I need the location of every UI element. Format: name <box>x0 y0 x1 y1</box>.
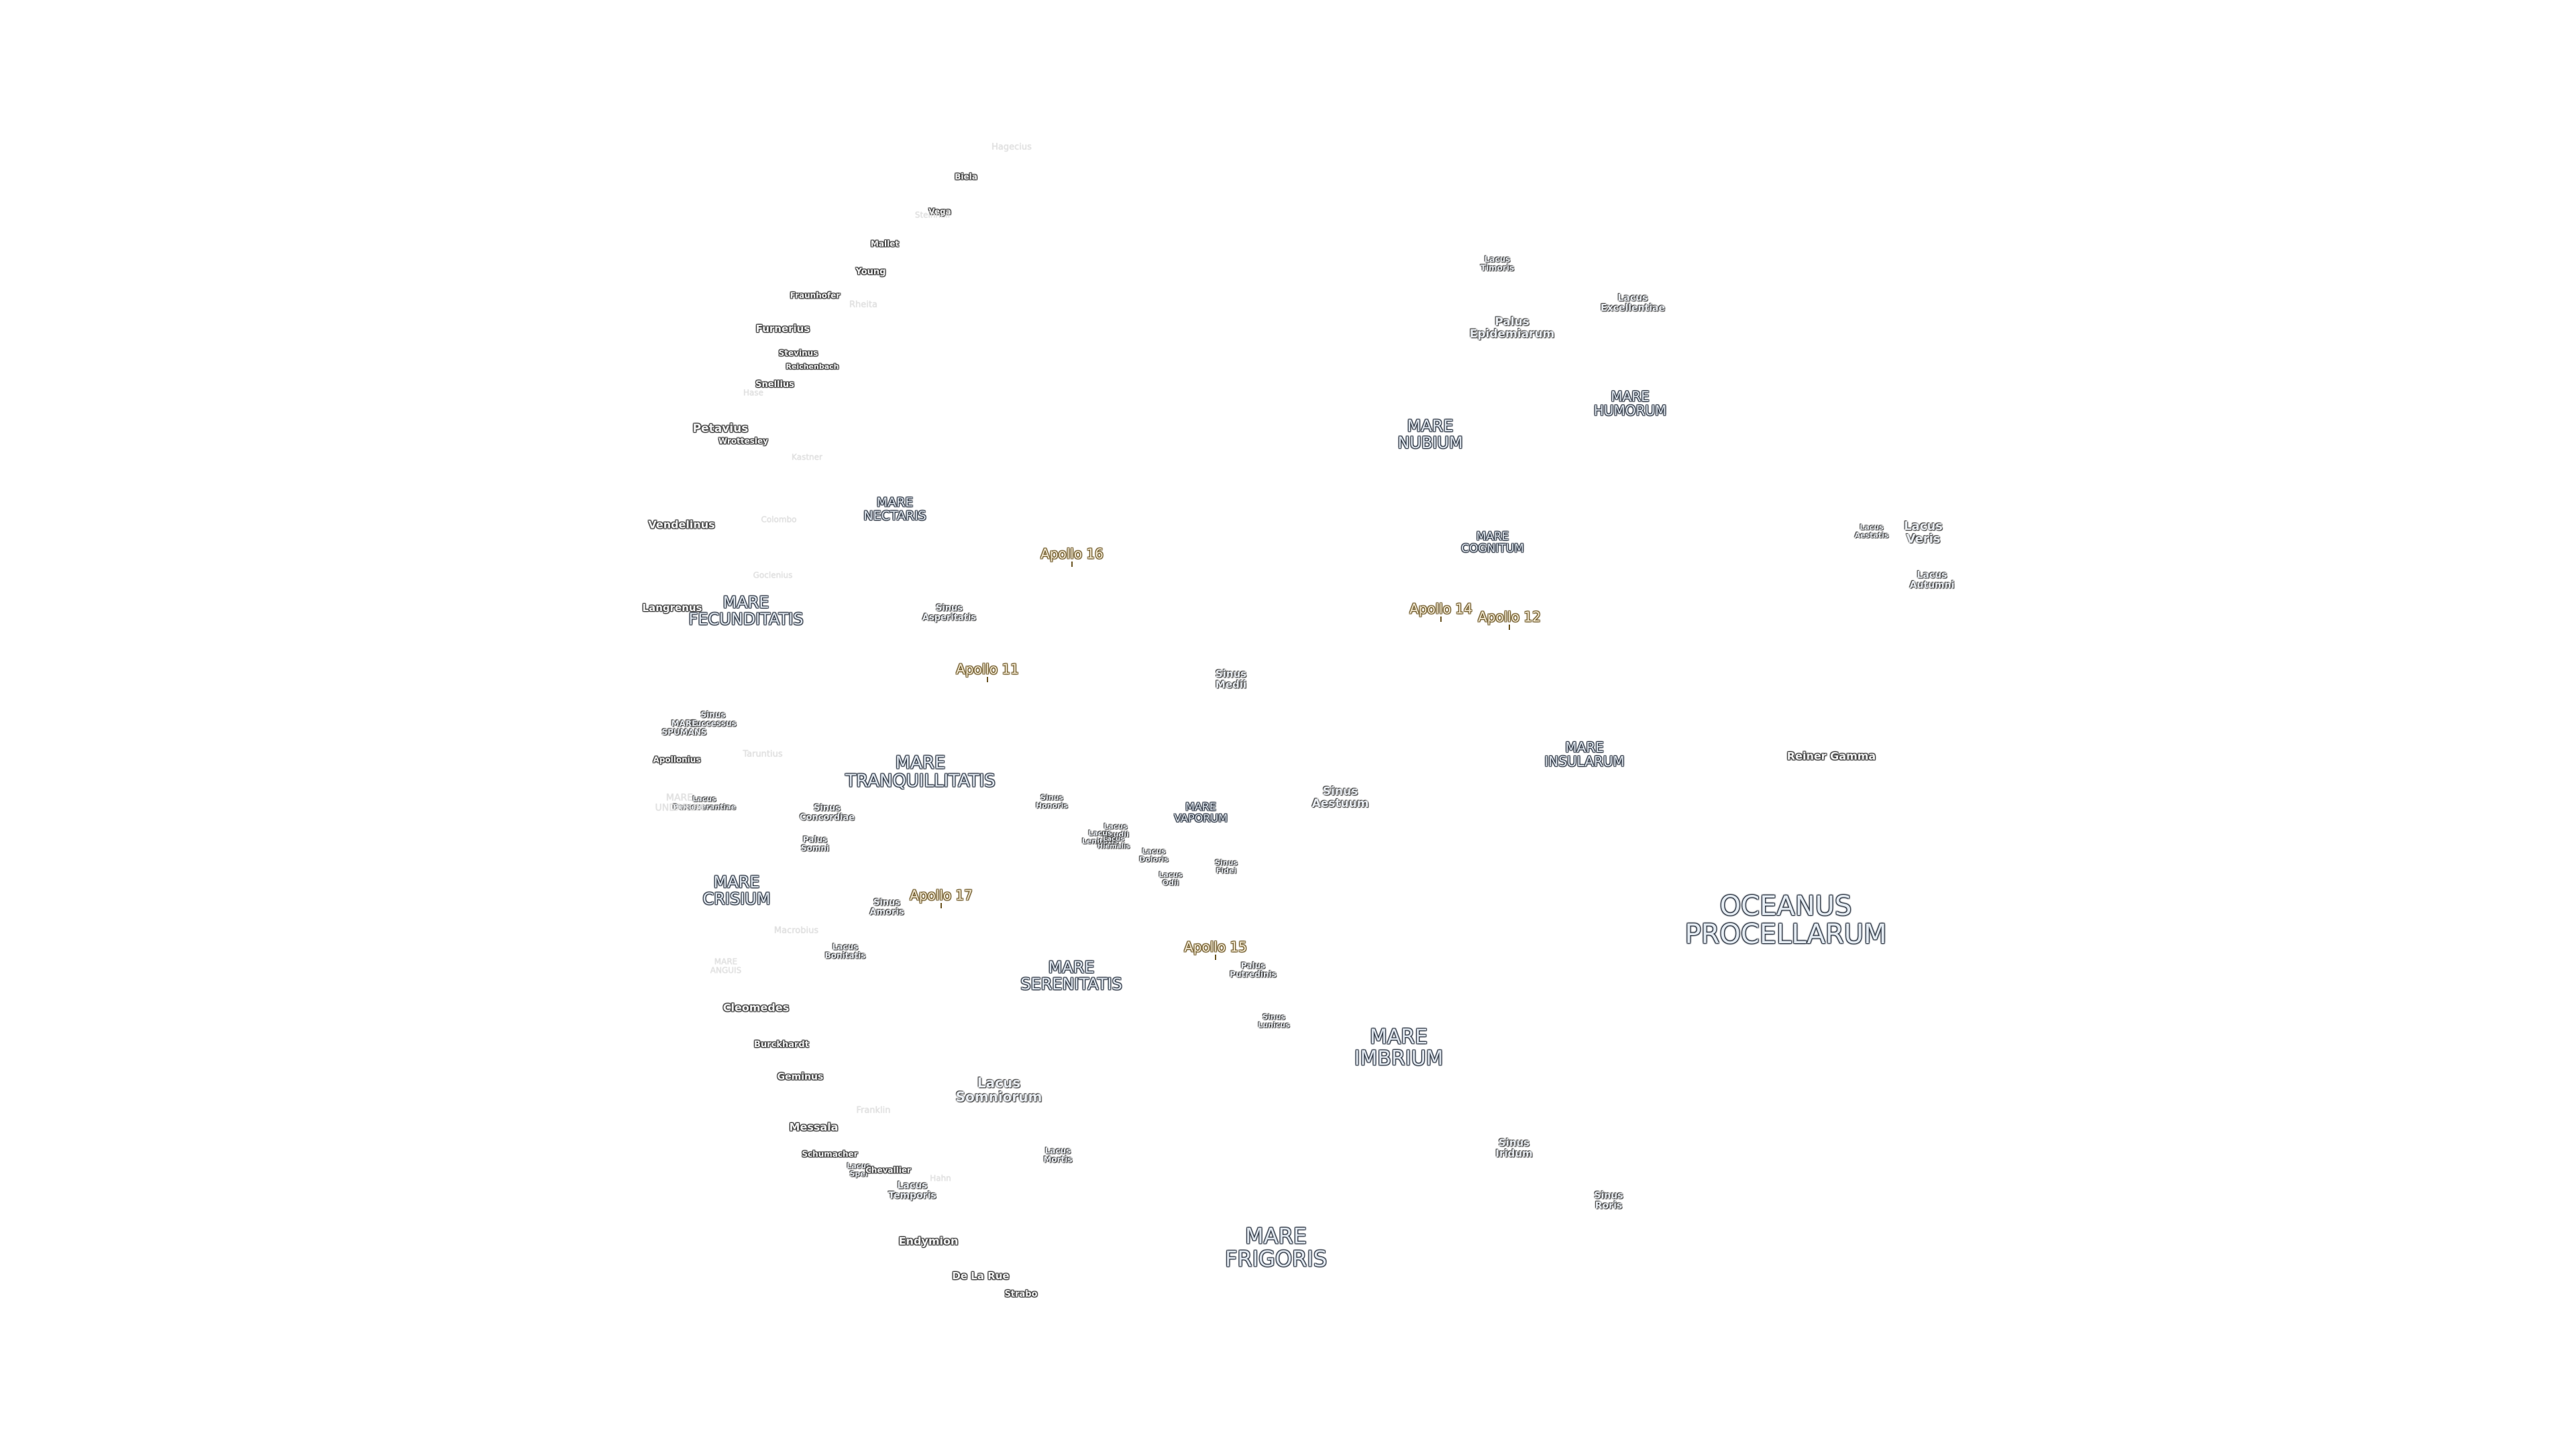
label-kastner: Kastner <box>792 452 822 462</box>
label-furnerius: Furnerius <box>755 323 810 335</box>
label-lacus-bonitatis: Lacus Bonitatis <box>824 942 866 960</box>
label-lacus-excellentiae: Lacus Excellentiae <box>1601 292 1665 313</box>
label-mare-fecunditatis: MARE FECUNDITATIS <box>688 592 804 629</box>
label-hahn: Hahn <box>930 1173 951 1183</box>
label-lacus-mortis: Lacus Mortis <box>1043 1146 1073 1164</box>
label-mare-imbrium: MARE IMBRIUM <box>1354 1025 1444 1070</box>
label-sinus-medii: Sinus Medii <box>1215 667 1247 690</box>
label-palus-epidemiarum: Palus Epidemiarum <box>1469 315 1555 341</box>
label-macrobius: Macrobius <box>773 926 819 936</box>
label-oceanus-procellarum: OCEANUS PROCELLARUM <box>1684 891 1887 950</box>
label-messala: Messala <box>789 1120 839 1134</box>
label-lacus-somniorum: Lacus Somniorum <box>955 1075 1042 1105</box>
label-young: Young <box>855 267 886 278</box>
label-geminus: Geminus <box>777 1071 824 1083</box>
label-lacus-timoris: Lacus Timoris <box>1480 254 1515 272</box>
label-lacus-autumni: Lacus Autumni <box>1909 570 1955 590</box>
label-apollonius: Apollonius <box>653 755 701 765</box>
label-colombo: Colombo <box>761 515 797 525</box>
label-sinus-aestuum: Sinus Aestuum <box>1311 785 1369 810</box>
label-palus-somni: Palus Somni <box>800 835 830 853</box>
landing-site-marker <box>1440 616 1442 622</box>
label-langrenus: Langrenus <box>642 602 702 614</box>
label-biela: Biela <box>955 172 977 182</box>
label-sinus-asperitatis: Sinus Asperitatis <box>922 603 977 623</box>
label-apollo-14: Apollo 14 <box>1409 600 1472 617</box>
label-mare-undarum: MARE UNDARUM <box>655 792 704 813</box>
label-endymion: Endymion <box>898 1234 959 1248</box>
label-taruntius: Taruntius <box>743 749 783 760</box>
label-sinus-lunicus: Sinus Lunicus <box>1258 1012 1290 1029</box>
label-lacus-veris: Lacus Veris <box>1904 519 1943 546</box>
label-vega: Vega <box>928 207 951 217</box>
label-mare-anguis: MARE ANGUIS <box>710 957 742 975</box>
label-franklin: Franklin <box>856 1106 891 1116</box>
label-sinus-concordiae: Sinus Concordiae <box>799 803 855 822</box>
label-mare-tranquillitatis: MARE TRANQUILLITATIS <box>845 753 996 792</box>
label-lacus-hiemalis: Lacus Hiemalis <box>1097 835 1130 850</box>
landing-site-marker <box>1215 955 1216 960</box>
landing-site-marker <box>941 903 942 908</box>
label-wrottesley: Wrottesley <box>718 436 769 446</box>
label-lacus-gaudii: Lacus Gaudii <box>1102 822 1129 839</box>
label-mare-serenitatis: MARE SERENITATIS <box>1020 957 1122 994</box>
label-chevallier: Chevallier <box>865 1165 911 1175</box>
landing-site-marker <box>1509 625 1510 630</box>
label-sinus-successus: Sinus Successus <box>690 710 737 728</box>
label-sinus-honoris: Sinus Honoris <box>1036 793 1068 810</box>
label-stevinus: Stevinus <box>778 348 818 358</box>
label-reiner-gamma: Reiner Gamma <box>1786 749 1876 763</box>
label-palus-putredinis: Palus Putredinis <box>1230 961 1277 979</box>
label-hase: Hase <box>743 388 764 398</box>
label-burckhardt: Burckhardt <box>754 1040 809 1051</box>
label-sinus-amoris: Sinus Amoris <box>869 898 904 917</box>
label-lacus-odii: Lacus Odii <box>1159 870 1183 887</box>
label-reichenbach: Reichenbach <box>786 362 839 372</box>
label-steinheil: Steinheil <box>914 210 951 220</box>
label-mare-nubium: MARE NUBIUM <box>1397 416 1463 452</box>
label-apollo-11: Apollo 11 <box>956 661 1019 678</box>
label-lacus-spei: Lacus Spei <box>847 1161 871 1178</box>
label-lacus-doloris: Lacus Doloris <box>1139 847 1169 863</box>
label-sinus-roris: Sinus Roris <box>1594 1190 1623 1211</box>
label-lacus-lenitatis: Lacus Lenitatis <box>1081 828 1119 845</box>
label-mare-nectaris: MARE NECTARIS <box>863 495 926 523</box>
label-apollo-17: Apollo 17 <box>910 887 973 904</box>
label-apollo-15: Apollo 15 <box>1184 938 1247 955</box>
label-mallet: Mallet <box>870 239 900 249</box>
label-lacus-perseverantiae: Lacus Perseverantiae <box>672 794 737 811</box>
label-sinus-fidei: Sinus Fidei <box>1215 858 1238 875</box>
label-sinus-iridum: Sinus Iridum <box>1495 1136 1533 1159</box>
label-apollo-12: Apollo 12 <box>1478 608 1541 625</box>
label-mare-insularum: MARE INSULARUM <box>1544 739 1625 769</box>
label-apollo-16: Apollo 16 <box>1040 545 1104 562</box>
label-mare-spumans: MARE SPUMANS <box>661 718 707 737</box>
label-mare-crisium: MARE CRISIUM <box>702 872 771 908</box>
label-petavius: Petavius <box>692 422 749 436</box>
label-hagecius: Hagecius <box>991 142 1032 153</box>
label-mare-vaporum: MARE VAPORUM <box>1174 800 1228 824</box>
landing-site-marker <box>987 677 988 682</box>
landing-site-marker <box>1071 561 1073 567</box>
label-mare-humorum: MARE HUMORUM <box>1593 388 1667 419</box>
label-snellius: Snellius <box>755 380 794 390</box>
label-vendelinus: Vendelinus <box>648 518 715 531</box>
label-de-la-rue: De La Rue <box>952 1270 1010 1283</box>
label-fraunhofer: Fraunhofer <box>790 290 841 301</box>
label-mare-frigoris: MARE FRIGORIS <box>1224 1223 1328 1271</box>
label-strabo: Strabo <box>1004 1289 1038 1300</box>
label-rheita: Rheita <box>849 300 877 311</box>
label-schumacher: Schumacher <box>802 1149 858 1159</box>
label-cleomedes: Cleomedes <box>722 1001 790 1014</box>
label-mare-cognitum: MARE COGNITUM <box>1461 530 1524 555</box>
label-lacus-temporis: Lacus Temporis <box>888 1180 936 1201</box>
label-lacus-aestatis: Lacus Aestatis <box>1854 523 1889 539</box>
label-goclenius: Goclenius <box>753 570 793 580</box>
